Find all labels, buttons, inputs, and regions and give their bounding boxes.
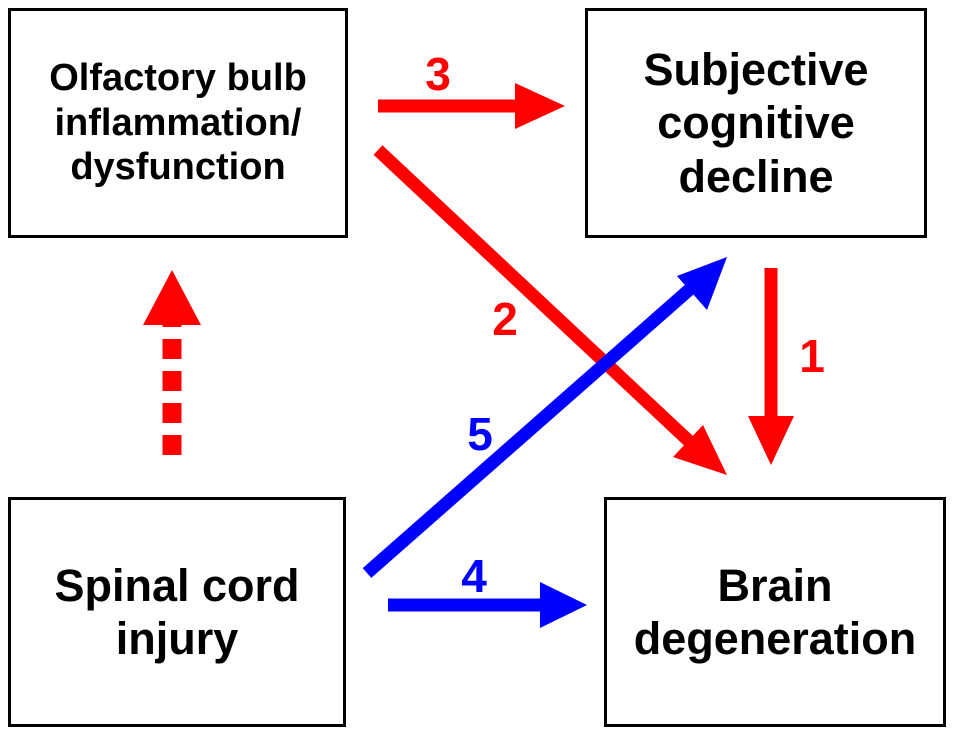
arrow-1-label: 1 — [799, 330, 825, 382]
arrow-2-label: 2 — [492, 293, 518, 345]
arrow-1-head — [748, 416, 794, 465]
olfactory-bulb-box: Olfactory bulb inflammation/ dysfunction — [8, 8, 348, 238]
brain-degeneration-box: Brain degeneration — [604, 497, 946, 727]
arrow-3-label: 3 — [425, 48, 451, 100]
arrow-1: 1 — [748, 268, 825, 465]
arrow-5-head — [677, 257, 727, 310]
subjective-cognitive-decline-label: Subjective cognitive decline — [643, 44, 869, 202]
arrow-dashed — [143, 270, 201, 455]
arrow-5: 5 — [362, 257, 727, 578]
olfactory-bulb-label: Olfactory bulb inflammation/ dysfunction — [49, 56, 307, 189]
spinal-cord-injury-label: Spinal cord injury — [54, 559, 300, 664]
arrow-3: 3 — [378, 48, 565, 129]
arrow-5-shaft — [362, 284, 695, 578]
arrow-dashed-head — [143, 270, 201, 325]
spinal-cord-injury-box: Spinal cord injury — [8, 497, 346, 727]
arrow-3-head — [515, 83, 565, 129]
arrow-4-head — [540, 582, 587, 628]
subjective-cognitive-decline-box: Subjective cognitive decline — [585, 8, 927, 238]
arrow-5-label: 5 — [467, 408, 493, 460]
arrow-4-label: 4 — [461, 550, 487, 602]
brain-degeneration-label: Brain degeneration — [633, 559, 917, 664]
arrow-2: 2 — [373, 145, 727, 475]
arrow-4: 4 — [388, 550, 587, 628]
arrow-2-shaft — [373, 145, 697, 449]
arrow-2-head — [673, 425, 727, 475]
